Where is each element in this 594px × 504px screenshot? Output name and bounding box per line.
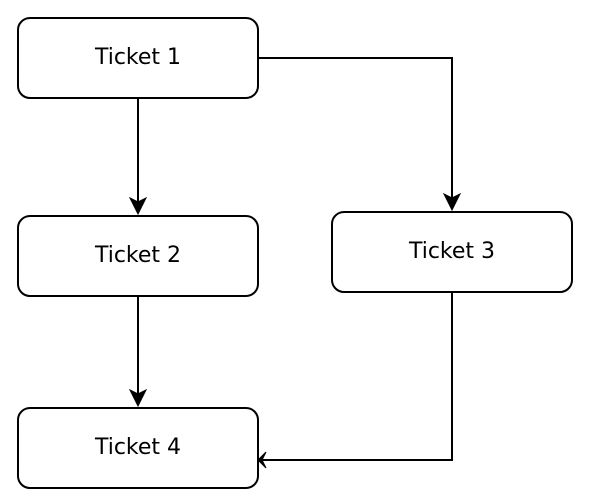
edges (128, 57, 462, 469)
node-ticket-2-label: Ticket 2 (94, 243, 181, 268)
node-ticket-4[interactable]: Ticket 4 (17, 407, 259, 489)
node-ticket-1[interactable]: Ticket 1 (17, 17, 259, 99)
node-ticket-3-label: Ticket 3 (408, 239, 495, 264)
edge-ticket-1-to-ticket-3 (258, 57, 462, 212)
edge-ticket-1-to-ticket-2 (128, 98, 148, 216)
edge-ticket-3-to-ticket-4 (257, 292, 453, 469)
node-ticket-1-label: Ticket 1 (94, 45, 181, 70)
nodes: Ticket 1 Ticket 2 Ticket 3 Ticket 4 (17, 17, 573, 489)
node-ticket-4-label: Ticket 4 (94, 435, 181, 460)
node-ticket-3[interactable]: Ticket 3 (331, 211, 573, 293)
edge-ticket-2-to-ticket-4 (128, 296, 148, 408)
node-ticket-2[interactable]: Ticket 2 (17, 215, 259, 297)
